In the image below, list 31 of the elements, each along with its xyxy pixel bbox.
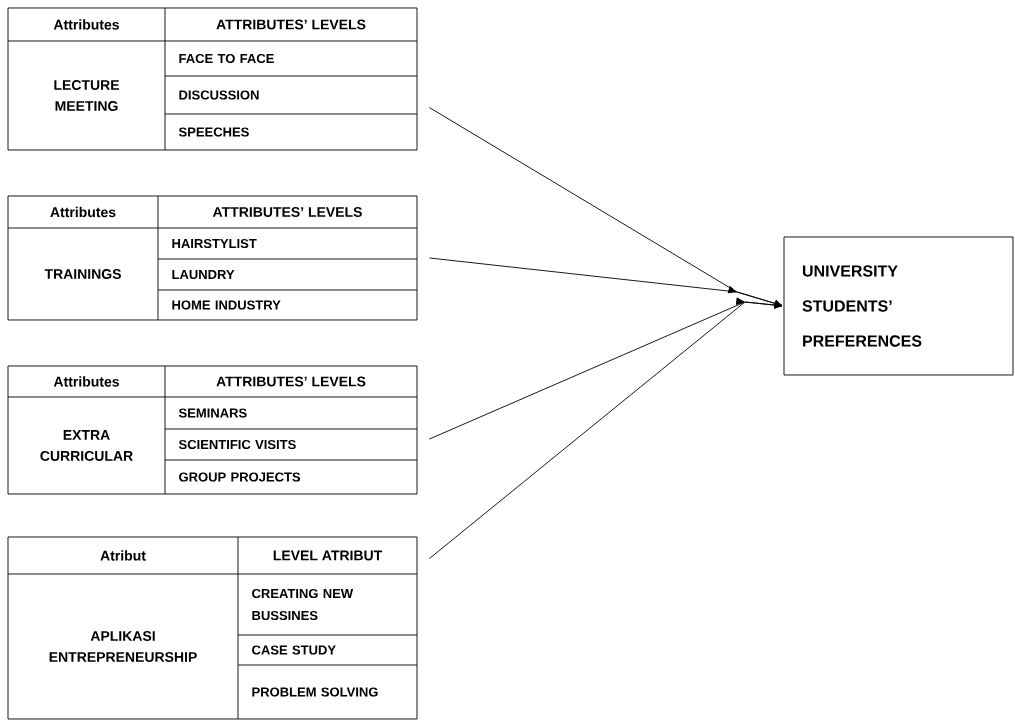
level-cell: HOME INDUSTRY — [172, 300, 281, 310]
arrow — [429, 297, 783, 559]
level-cell: SEMINARS — [178, 408, 247, 418]
header-cell: Atribut — [100, 550, 146, 561]
level-cell: FACE TO FACE — [179, 53, 274, 64]
attribute-table — [7, 7, 418, 151]
header-cell: ATTRIBUTES’ LEVELS — [212, 207, 362, 217]
header-cell: Attributes — [53, 376, 119, 387]
arrow — [429, 257, 783, 307]
level-cell: HAIRSTYLIST — [172, 238, 257, 249]
level-cell: CASE STUDY — [252, 645, 336, 655]
level-cell: GROUP PROJECTS — [179, 472, 301, 482]
attribute-table — [7, 536, 418, 720]
header-cell: LEVEL ATRIBUT — [273, 550, 383, 561]
level-cell: LAUNDRY — [172, 269, 235, 280]
level-cell: DISCUSSION — [179, 90, 259, 100]
attribute-cell: APLIKASI ENTREPRENEURSHIP — [49, 631, 197, 662]
attribute-table — [7, 195, 418, 321]
header-cell: Attributes — [53, 19, 119, 30]
attribute-cell: LECTURE MEETING — [54, 80, 119, 111]
header-cell: Attributes — [50, 206, 116, 218]
outcome-box: UNIVERSITY STUDENTS’ PREFERENCES — [783, 236, 1014, 376]
level-cell: PROBLEM SOLVING — [252, 687, 378, 697]
attribute-table — [7, 365, 418, 495]
header-cell: ATTRIBUTES’ LEVELS — [216, 376, 366, 387]
level-cell: CREATING NEW BUSSINES — [252, 588, 354, 621]
attribute-cell: EXTRA CURRICULAR — [40, 430, 133, 461]
attribute-cell: TRAININGS — [44, 269, 121, 279]
level-cell: SPEECHES — [178, 127, 249, 137]
level-cell: SCIENTIFIC VISITS — [178, 439, 296, 450]
header-cell: ATTRIBUTES’ LEVELS — [216, 19, 366, 30]
